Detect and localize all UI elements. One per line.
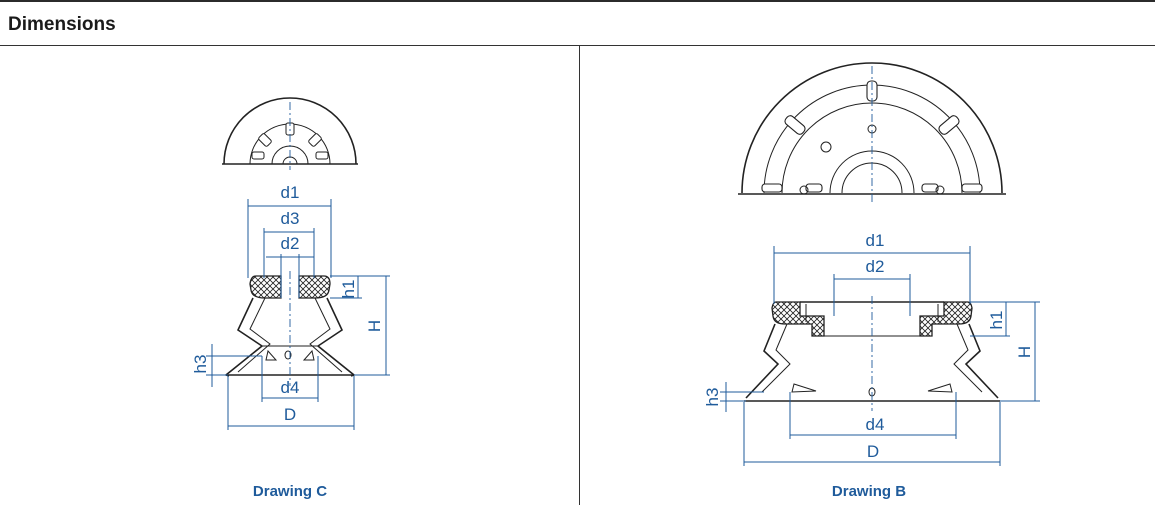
section-view-c bbox=[224, 271, 356, 386]
label-d3: d3 bbox=[281, 209, 300, 228]
label-h3: h3 bbox=[191, 355, 210, 374]
label-d2: d2 bbox=[866, 257, 885, 276]
drawing-c: d1 d3 d2 d4 D h1 H h3 bbox=[191, 97, 390, 430]
top-view-b bbox=[738, 62, 1006, 204]
section-view-b bbox=[744, 296, 1000, 411]
label-H: H bbox=[1015, 346, 1034, 358]
label-d1: d1 bbox=[866, 231, 885, 250]
label-d4: d4 bbox=[866, 415, 885, 434]
label-D: D bbox=[284, 405, 296, 424]
section-header: Dimensions bbox=[0, 2, 1155, 46]
dimensions-c: d1 d3 d2 d4 D h1 H h3 bbox=[191, 183, 390, 430]
label-h1: h1 bbox=[987, 311, 1006, 330]
label-d1: d1 bbox=[281, 183, 300, 202]
label-d2: d2 bbox=[281, 234, 300, 253]
drawing-b: d1 d2 d4 D h1 H h3 bbox=[703, 62, 1040, 466]
drawing-c-panel: d1 d3 d2 d4 D h1 H h3 Drawing C bbox=[0, 46, 580, 505]
label-H: H bbox=[365, 320, 384, 332]
label-h3: h3 bbox=[703, 388, 722, 407]
top-rule bbox=[0, 0, 1155, 2]
drawing-b-panel: d1 d2 d4 D h1 H h3 Drawing B bbox=[580, 46, 1155, 505]
label-h1: h1 bbox=[339, 280, 358, 299]
label-D: D bbox=[867, 442, 879, 461]
label-d4: d4 bbox=[281, 378, 300, 397]
caption-drawing-c: Drawing C bbox=[252, 483, 328, 500]
top-view-c bbox=[222, 97, 358, 170]
section-title: Dimensions bbox=[8, 14, 116, 35]
dimensions-b: d1 d2 d4 D h1 H h3 bbox=[703, 231, 1040, 466]
caption-drawing-b: Drawing B bbox=[831, 483, 907, 500]
